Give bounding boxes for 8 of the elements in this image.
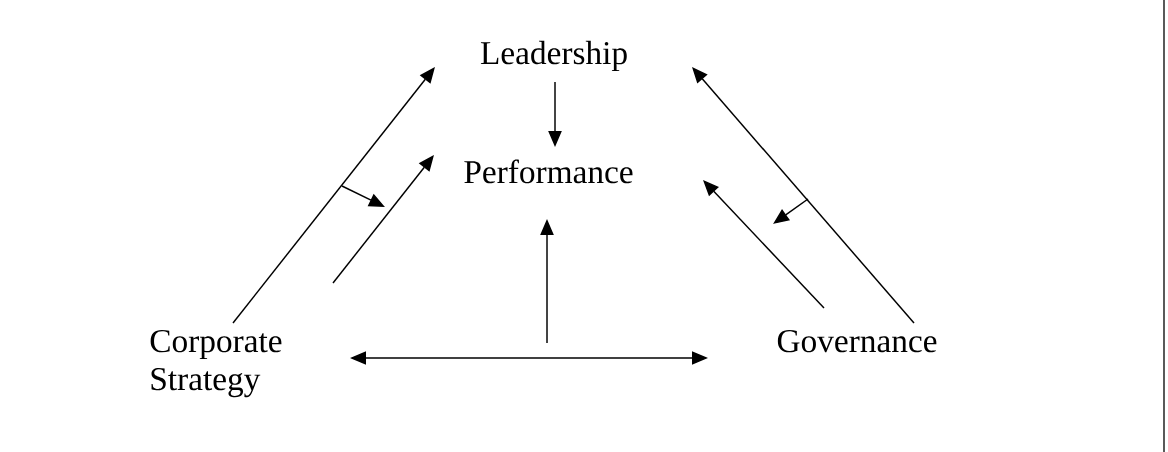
concept-label: Leadership xyxy=(480,40,627,72)
arrow xyxy=(703,180,825,309)
arrow xyxy=(332,155,434,284)
arrow xyxy=(692,67,915,324)
arrow xyxy=(232,67,435,324)
concept-label: Performance xyxy=(464,159,633,184)
concept-label: Governance xyxy=(777,329,937,353)
concept-label: Corporate Strategy xyxy=(150,329,282,398)
